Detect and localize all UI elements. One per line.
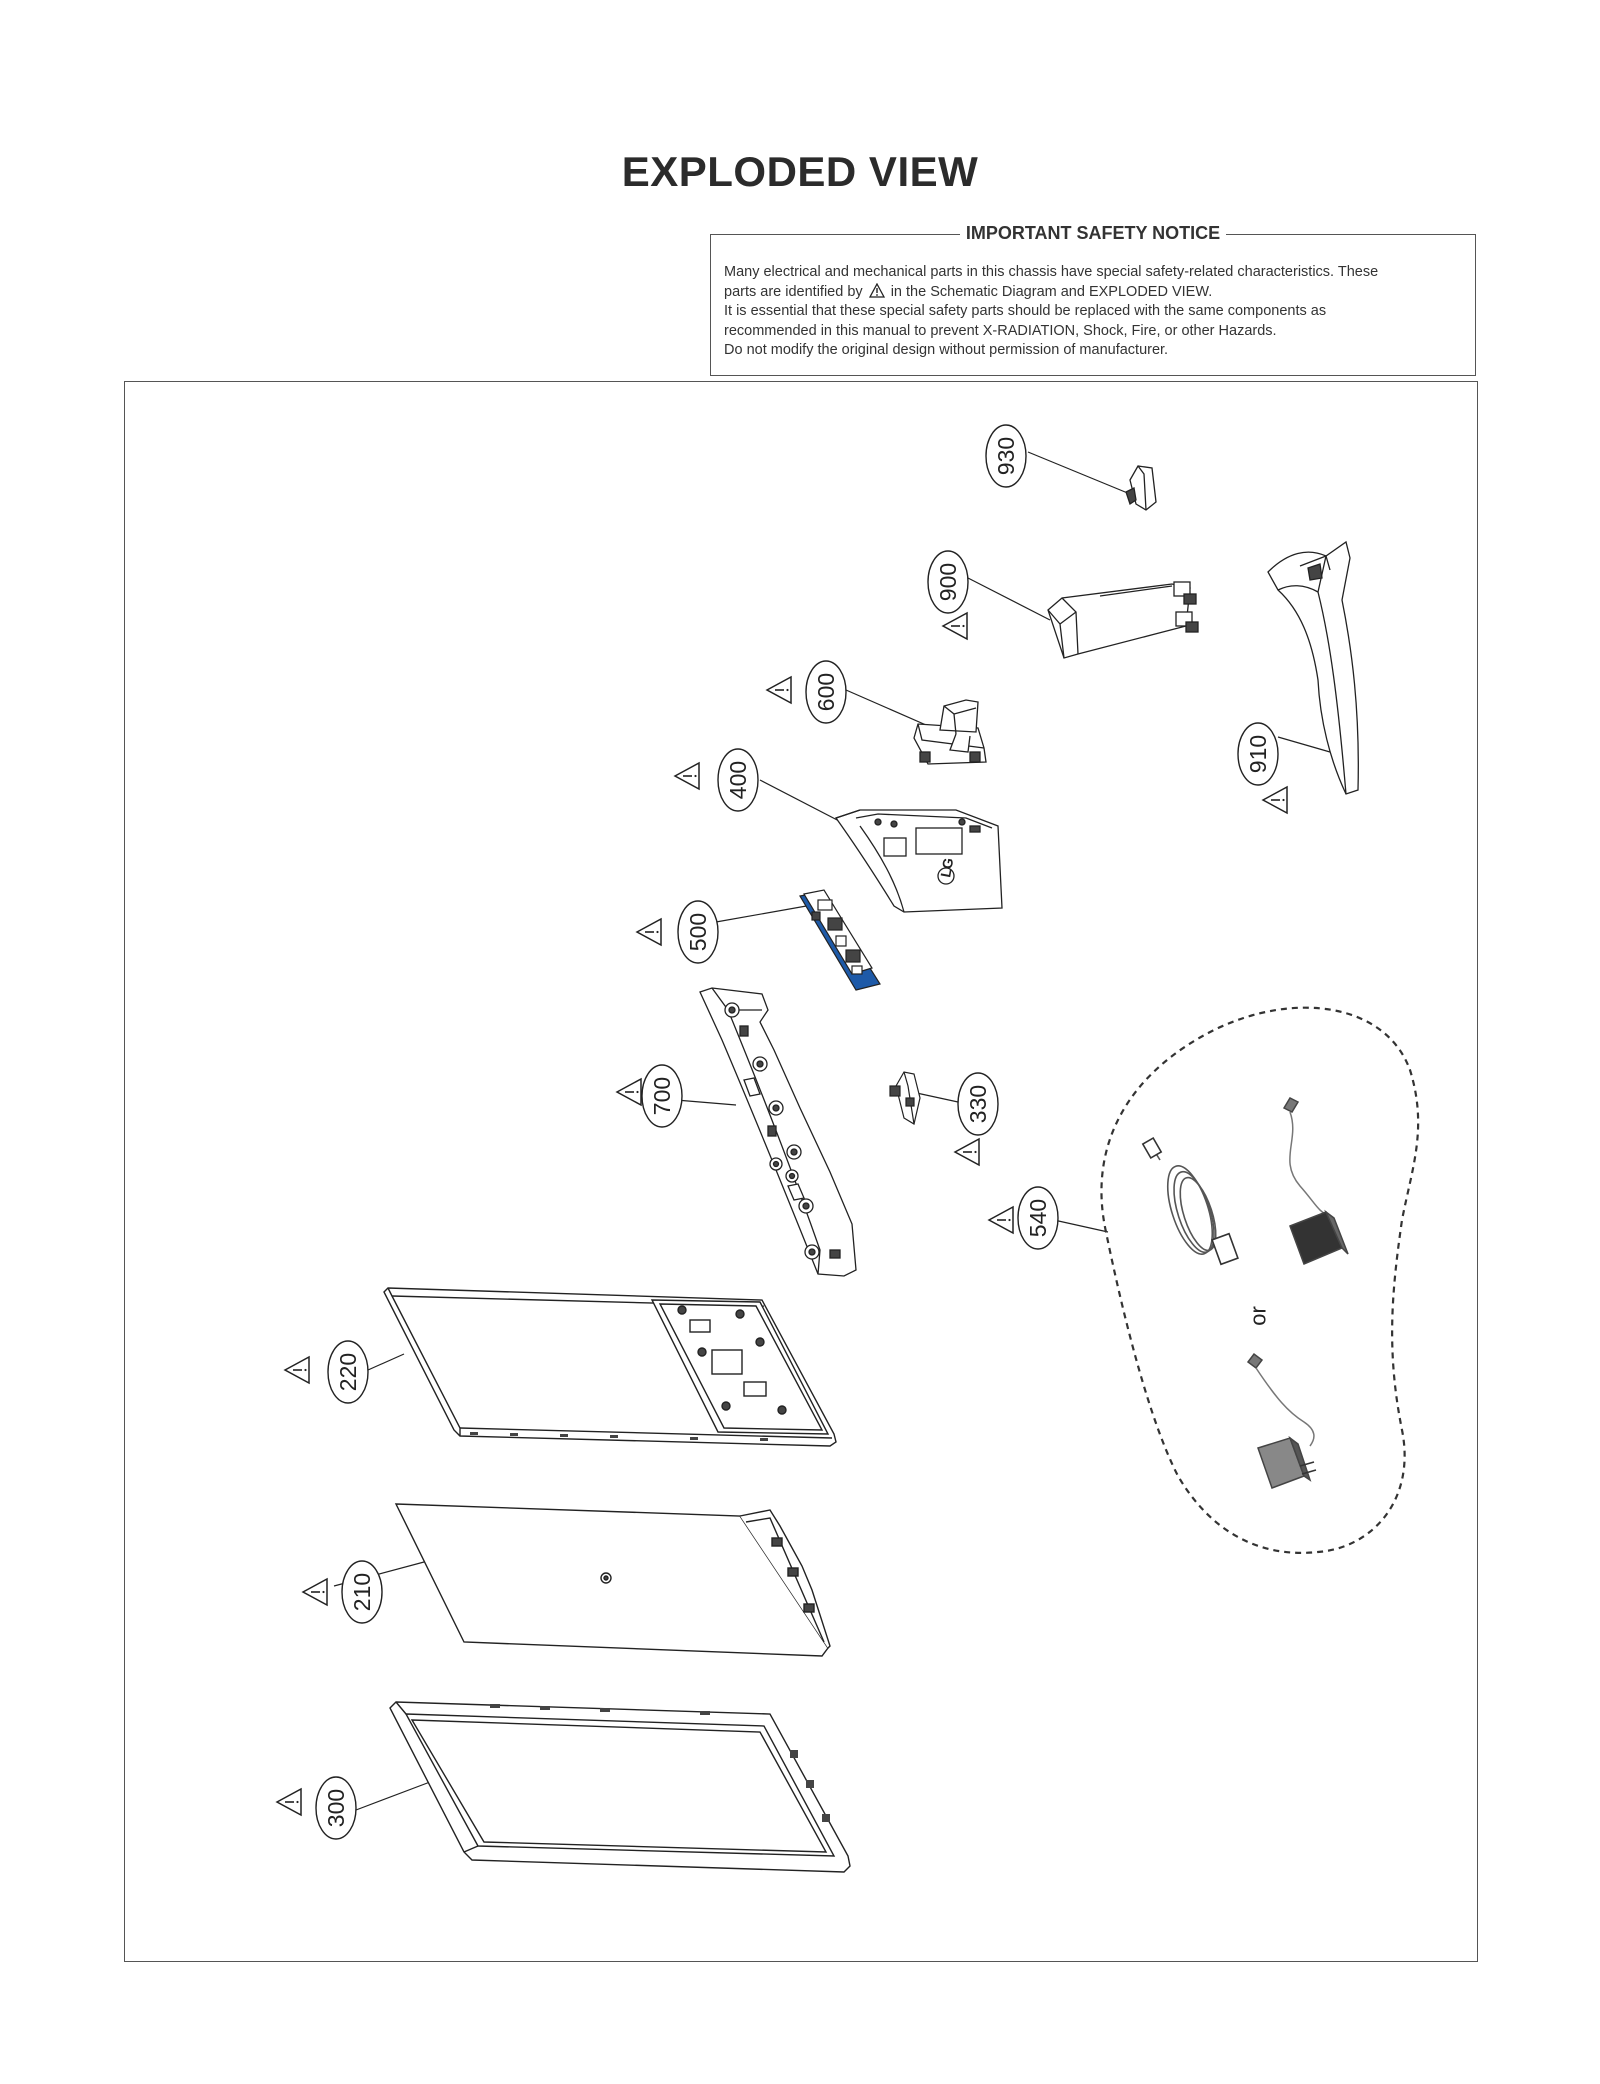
- part-900-stand-hinge: [1047, 581, 1199, 659]
- warning-triangle-icon: [302, 1578, 328, 1606]
- callout-700: 700: [641, 1064, 683, 1128]
- warning-triangle-icon: [766, 676, 792, 704]
- svg-text:540: 540: [1025, 1199, 1051, 1237]
- part-600-bracket: [913, 699, 987, 765]
- part-220-panel: [383, 1287, 837, 1447]
- part-300-front-bezel: [389, 1701, 851, 1873]
- svg-text:900: 900: [935, 563, 961, 601]
- warning-triangle-icon: [868, 282, 885, 298]
- svg-text:210: 210: [349, 1573, 375, 1611]
- svg-text:600: 600: [813, 673, 839, 711]
- callout-500: 500: [677, 900, 719, 964]
- svg-text:220: 220: [335, 1353, 361, 1391]
- safety-notice-body: Many electrical and mechanical parts in …: [724, 263, 1462, 361]
- notice-line-5: Do not modify the original design withou…: [724, 342, 1169, 358]
- notice-line-3: It is essential that these special safet…: [724, 303, 1327, 319]
- part-400-back-cover: LG: [834, 809, 1003, 913]
- callout-900: 900: [927, 550, 969, 614]
- callout-910: 910: [1237, 722, 1279, 786]
- part-910-stand-arm: [1267, 540, 1359, 795]
- svg-text:700: 700: [649, 1077, 675, 1115]
- callout-930: 930: [985, 424, 1027, 488]
- callout-400: 400: [717, 748, 759, 812]
- part-540-adapter-group: or: [1100, 1006, 1420, 1554]
- callout-210: 210: [341, 1560, 383, 1624]
- warning-triangle-icon: [674, 762, 700, 790]
- callout-300: 300: [315, 1776, 357, 1840]
- power-cord: [1141, 1136, 1239, 1266]
- power-adapter-brick: [1282, 1097, 1349, 1265]
- svg-text:930: 930: [993, 437, 1019, 475]
- page-title: EXPLODED VIEW: [621, 148, 979, 195]
- svg-text:400: 400: [725, 761, 751, 799]
- part-930-cap: [1125, 465, 1157, 511]
- adapter-group-outline: [1100, 1006, 1420, 1554]
- warning-triangle-icon: [954, 1138, 980, 1166]
- callout-600: 600: [805, 660, 847, 724]
- wall-plug-adapter: [1246, 1352, 1317, 1489]
- part-500-main-board: [799, 889, 881, 991]
- safety-notice: IMPORTANT SAFETY NOTICE Many electrical …: [710, 223, 1476, 376]
- svg-text:300: 300: [323, 1789, 349, 1827]
- warning-triangle-icon: [276, 1788, 302, 1816]
- warning-triangle-icon: [636, 918, 662, 946]
- notice-line-4: recommended in this manual to prevent X-…: [724, 322, 1277, 339]
- svg-text:910: 910: [1245, 735, 1271, 773]
- or-label: or: [1246, 1306, 1271, 1326]
- svg-text:500: 500: [685, 913, 711, 951]
- diagram-frame: [124, 381, 1478, 1962]
- callout-540: 540: [1017, 1186, 1059, 1250]
- callout-220: 220: [327, 1340, 369, 1404]
- warning-triangle-icon: [1262, 786, 1288, 814]
- warning-triangle-icon: [284, 1356, 310, 1384]
- notice-line-2: parts are identified by in the Schematic…: [724, 282, 1213, 300]
- part-210-backlight: [394, 1503, 831, 1657]
- warning-triangle-icon: [942, 612, 968, 640]
- safety-notice-title: IMPORTANT SAFETY NOTICE: [959, 223, 1227, 243]
- part-330-small-bracket: [889, 1071, 921, 1125]
- warning-triangle-icon: [988, 1206, 1014, 1234]
- notice-line-1: Many electrical and mechanical parts in …: [724, 264, 1379, 280]
- svg-text:330: 330: [965, 1085, 991, 1123]
- warning-triangle-icon: [616, 1078, 642, 1106]
- part-700-rear-frame: [699, 987, 857, 1277]
- callout-330: 330: [957, 1072, 999, 1136]
